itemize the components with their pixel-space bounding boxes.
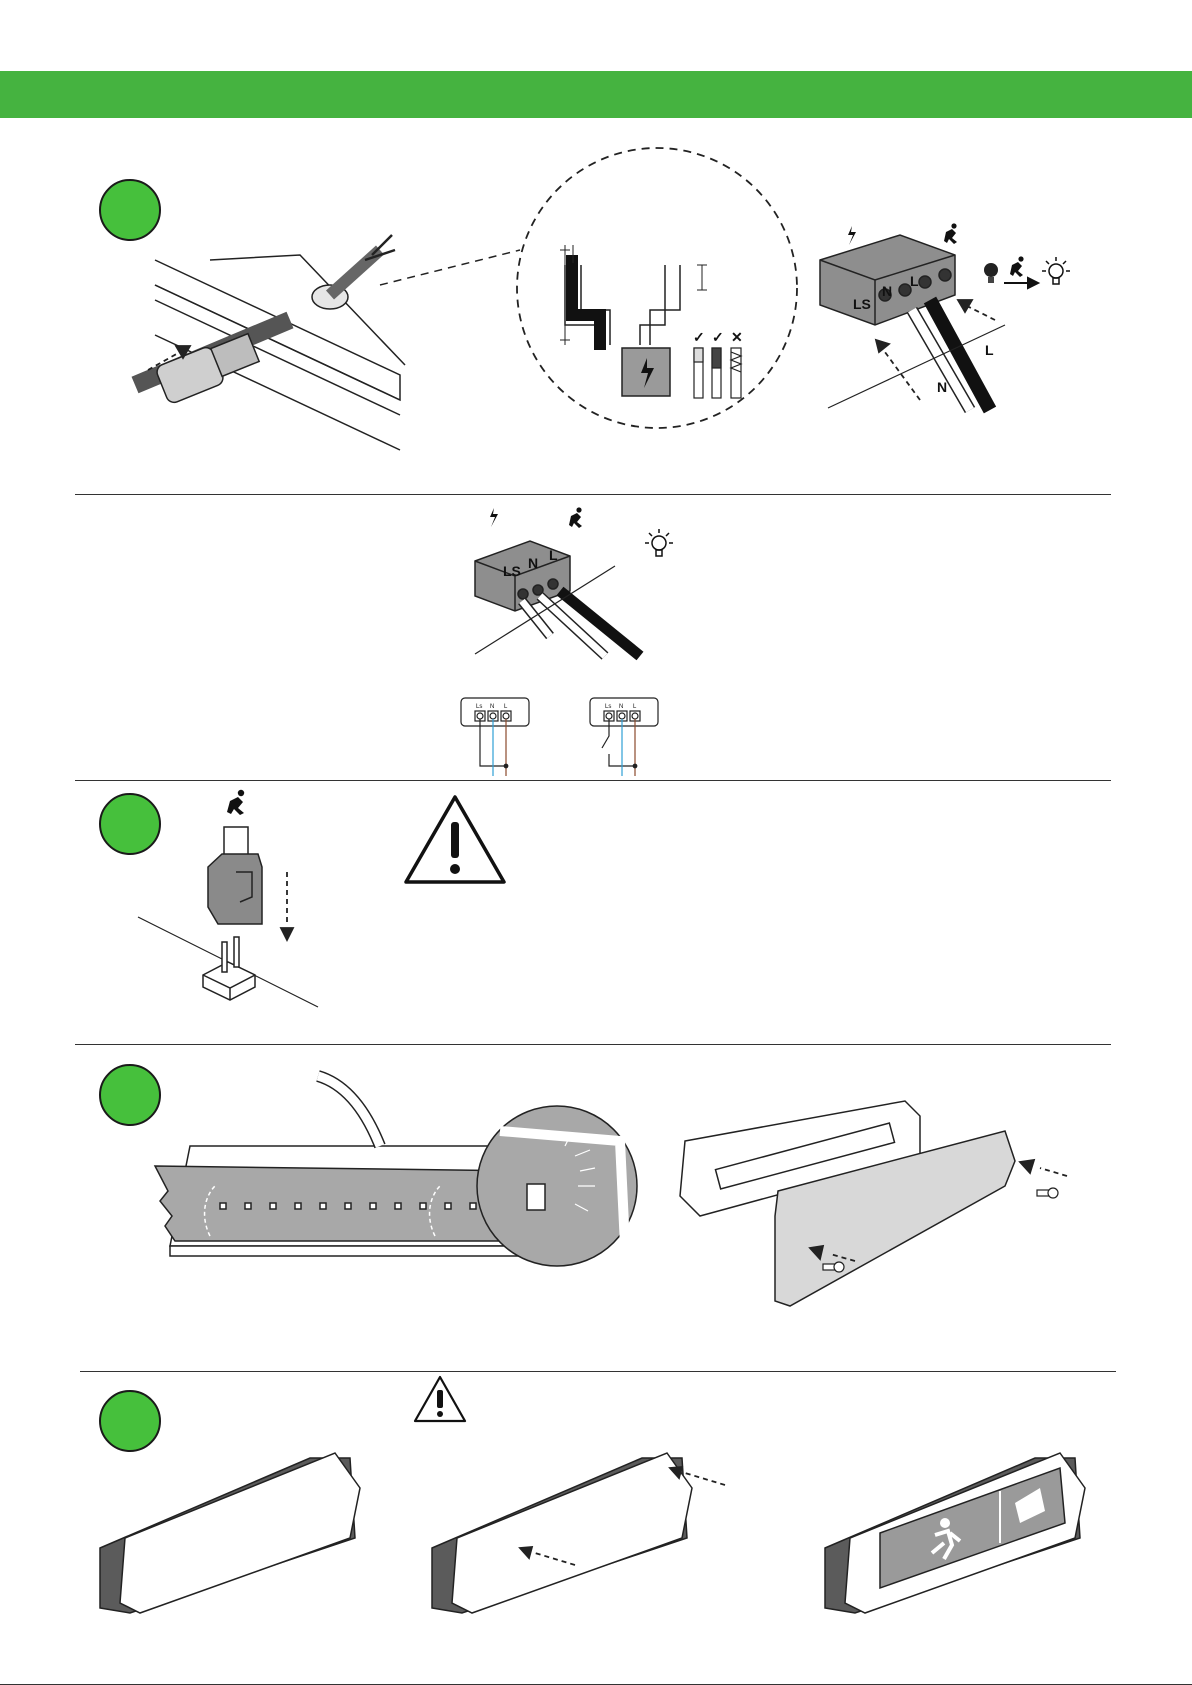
section-1-illustrations: ✓ ✓ ✕ LS N L N L — [0, 120, 1192, 492]
check-mark: ✓ — [693, 329, 705, 345]
bulb-off-icon — [984, 263, 998, 283]
wiring-label-l: L — [633, 704, 637, 710]
section-divider — [75, 780, 1111, 781]
connector-label-n: N — [528, 555, 538, 571]
wiring-label-n: N — [619, 704, 623, 710]
section-divider — [80, 1371, 1116, 1372]
wire-label-l: L — [985, 342, 994, 358]
wire-strip-detail — [560, 245, 707, 396]
strip-examples — [694, 348, 741, 398]
running-man-icon — [944, 223, 957, 244]
running-man-icon — [569, 507, 582, 528]
connector-label-l: L — [910, 273, 919, 289]
wiring-label-ls: Ls — [476, 704, 482, 710]
terminal-connector — [820, 235, 955, 492]
wiring-label-l: L — [504, 704, 508, 710]
running-man-icon — [1010, 256, 1024, 277]
gear-plate — [155, 1166, 530, 1241]
cross-mark: ✕ — [731, 329, 743, 345]
connector-label-ls: LS — [853, 296, 871, 312]
connector-label-ls: LS — [503, 563, 521, 579]
section-divider — [75, 494, 1111, 495]
arrow-right-icon — [1004, 278, 1038, 288]
running-man-icon — [227, 790, 244, 815]
warning-triangle-icon — [415, 1377, 465, 1421]
section-divider — [75, 1044, 1111, 1045]
insert-arrow-icon — [281, 872, 293, 940]
bulb-on-icon — [1042, 257, 1070, 284]
section-4-illustrations — [0, 1046, 1192, 1366]
pcb-socket — [203, 937, 255, 1000]
finished-luminaire-arrows — [432, 1453, 692, 1613]
wiring-label-n: N — [490, 704, 494, 710]
connector-label-n: N — [882, 283, 892, 299]
section-2-illustrations: LS N L Ls N L Ls N L — [0, 496, 1192, 778]
check-mark: ✓ — [712, 329, 724, 345]
bulb-on-icon — [645, 529, 673, 556]
warning-triangle-icon — [406, 797, 504, 882]
finished-luminaire-plain — [100, 1453, 360, 1613]
clip-detail-circle — [477, 1106, 637, 1266]
section-3-illustrations — [0, 782, 1192, 1042]
wiring-diagram-1 — [461, 698, 529, 776]
connector-label-l: L — [549, 547, 558, 563]
battery-plug — [208, 827, 262, 924]
mains-lightning-icon — [848, 226, 856, 245]
header-banner — [0, 71, 1192, 118]
wiring-label-ls: Ls — [605, 704, 611, 710]
mains-lightning-icon — [490, 508, 498, 527]
wire-label-n: N — [937, 379, 947, 395]
wiring-diagram-2 — [590, 698, 658, 776]
exit-sign-icon — [825, 1453, 1085, 1613]
section-5-illustrations — [0, 1373, 1192, 1683]
